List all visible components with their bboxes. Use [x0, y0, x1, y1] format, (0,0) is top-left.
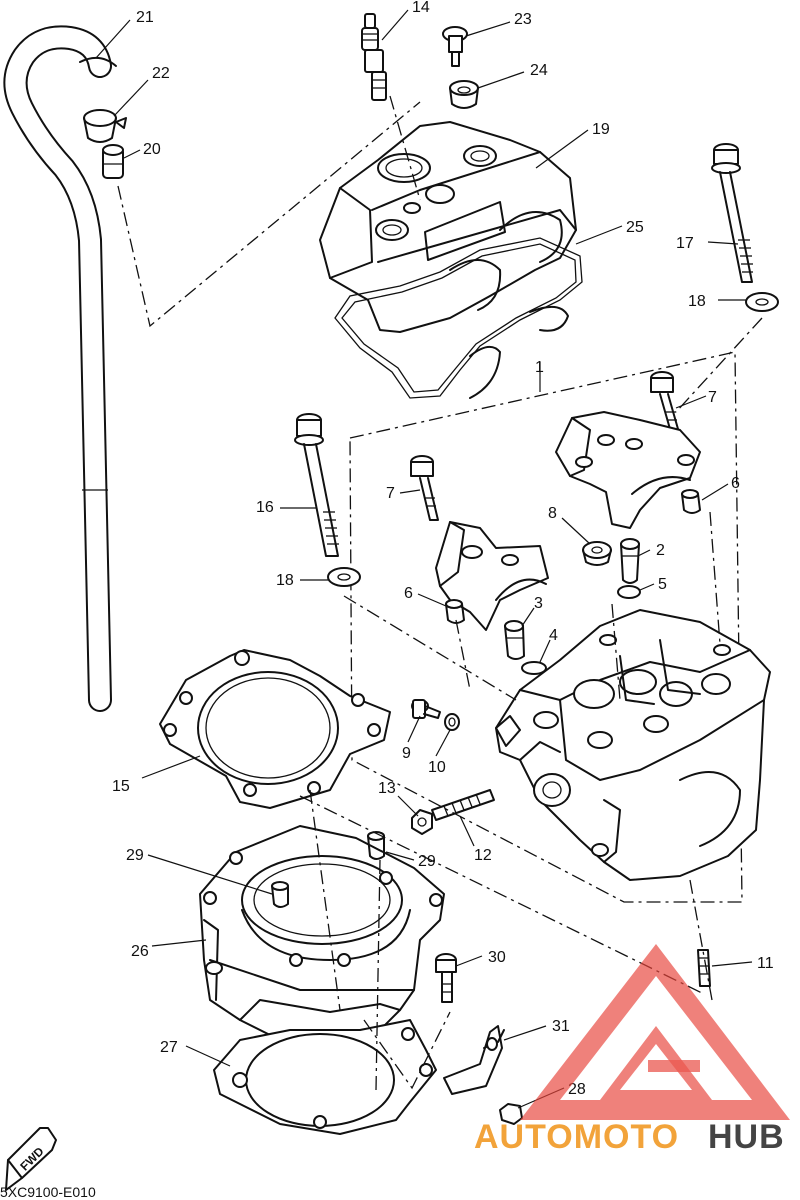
cover-grommet [449, 80, 479, 109]
stud-bolt-right [711, 143, 753, 283]
cylinder-head-cover [319, 121, 577, 333]
callout-10: 10 [428, 759, 446, 776]
fwd-arrow: FWD [5, 1127, 57, 1191]
callout-9: 9 [402, 745, 411, 762]
camshaft-cap-left [435, 521, 549, 631]
dowel-pin-left [445, 599, 465, 624]
callout-8: 8 [548, 505, 557, 522]
head-gasket [159, 649, 391, 809]
stud-bolt-left [294, 413, 339, 557]
callout-27: 27 [160, 1039, 178, 1056]
callout-16: 16 [256, 499, 274, 516]
callout-5: 5 [658, 576, 667, 593]
callout-20: 20 [143, 141, 161, 158]
callout-23: 23 [514, 11, 532, 28]
callout-22: 22 [152, 65, 170, 82]
cylinder-head [495, 609, 771, 881]
cylinder-dowel-right [367, 831, 385, 860]
callout-26: 26 [131, 943, 149, 960]
callout-15: 15 [112, 778, 130, 795]
callout-18-right: 18 [688, 293, 706, 310]
callout-18-left: 18 [276, 572, 294, 589]
cam-cap-bolt-left [410, 455, 439, 521]
callout-1: 1 [535, 359, 544, 376]
exhaust-stud [431, 789, 495, 821]
base-gasket [213, 1019, 437, 1135]
mounting-bracket [443, 1025, 505, 1095]
diagram-code: 5XC9100-E010 [0, 1184, 96, 1200]
cover-bolt [442, 26, 468, 67]
oil-gallery-bolt [411, 699, 441, 719]
valve-stem-seal [582, 541, 612, 566]
circlip-upper [617, 585, 641, 599]
alignment-lines [117, 95, 763, 1091]
callout-11: 11 [757, 955, 774, 972]
callout-19: 19 [592, 121, 610, 138]
callout-21: 21 [136, 9, 154, 26]
callout-3: 3 [534, 595, 543, 612]
cylinder-dowel-left [271, 881, 289, 908]
cylinder [199, 825, 445, 1047]
callout-14: 14 [412, 0, 430, 16]
cylinder-bolt [435, 953, 457, 1003]
callout-2: 2 [656, 542, 665, 559]
callout-25: 25 [626, 219, 644, 236]
callout-labels: 21 22 20 14 23 24 19 25 17 18 1 7 6 16 7… [112, 0, 774, 1098]
breather-hose [3, 25, 117, 712]
callout-24: 24 [530, 62, 548, 79]
callout-29-left: 29 [126, 847, 144, 864]
lower-stud [697, 949, 711, 987]
leader-lines [95, 9, 753, 1109]
dowel-pin-right [681, 489, 701, 514]
circlip-lower [521, 661, 547, 675]
spark-plug [361, 13, 387, 101]
callout-13: 13 [378, 780, 396, 797]
callout-7-right: 7 [708, 389, 717, 406]
callout-6-left: 6 [404, 585, 413, 602]
brand-name-part1: AUTOMOTO [474, 1118, 679, 1156]
oil-gallery-washer [444, 713, 460, 731]
camshaft-cap-right [555, 411, 701, 529]
callout-6-right: 6 [731, 475, 740, 492]
washer-right [745, 292, 779, 312]
callout-4: 4 [549, 627, 558, 644]
callout-29-right: 29 [418, 853, 436, 870]
valve-guide-lower [504, 620, 525, 660]
callout-28: 28 [568, 1081, 586, 1098]
exhaust-nut [411, 809, 433, 835]
hose-fitting [102, 144, 124, 179]
brand-name-part2: HUB [708, 1118, 785, 1156]
washer-left [327, 567, 361, 587]
callout-31: 31 [552, 1018, 570, 1035]
callout-12: 12 [474, 847, 492, 864]
automotohub-logo [520, 944, 790, 1120]
callout-30: 30 [488, 949, 506, 966]
cover-gasket [334, 237, 583, 399]
callout-17: 17 [676, 235, 694, 252]
valve-guide-upper [620, 538, 640, 584]
callout-7-left: 7 [386, 485, 395, 502]
hose-clamp [83, 109, 127, 143]
